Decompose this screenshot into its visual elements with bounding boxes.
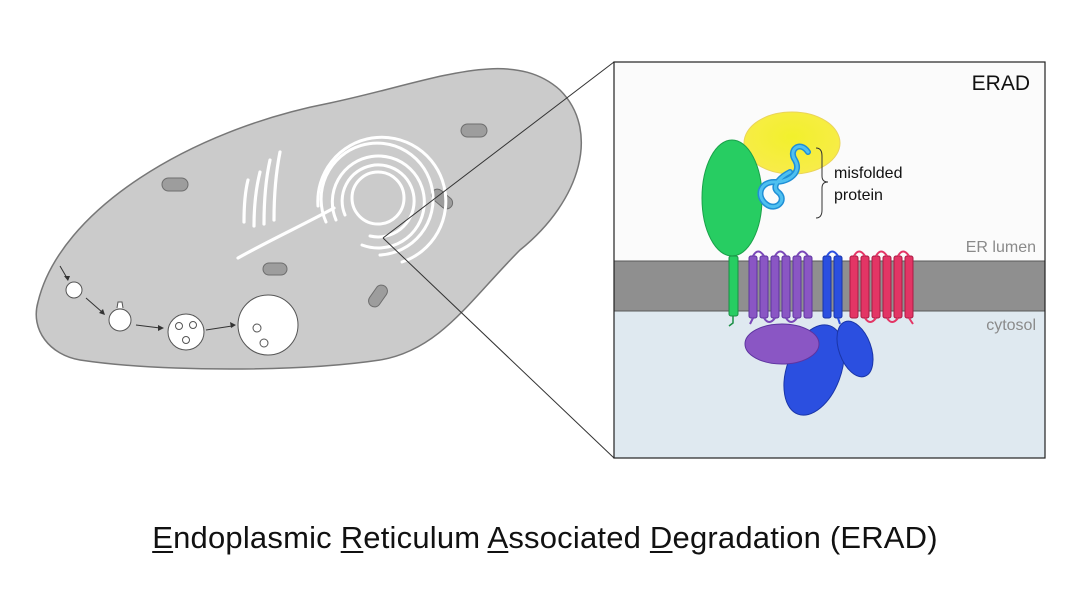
chaperone-yellow: [743, 111, 841, 175]
erad-panel: ERAD misfolded protein ER lumen cytosol: [613, 61, 1046, 459]
vesicle-pathway: [59, 265, 299, 356]
organelle-capsule: [460, 123, 488, 138]
green-tm-segment: [728, 255, 739, 317]
nucleus-er: [316, 135, 448, 264]
annotation-label-line2: protein: [834, 187, 883, 204]
zoom-line-top: [382, 61, 615, 239]
caption-word-endoplasmic: ndoplasmic: [173, 520, 341, 555]
caption-word-reticulum: eticulum: [363, 520, 488, 555]
vesicle-multivesicular: [167, 313, 205, 351]
vesicle-small: [65, 281, 83, 299]
lectin-green: [701, 139, 763, 257]
caption-initial-a: A: [487, 520, 509, 555]
panel-title: ERAD: [972, 72, 1030, 95]
caption-word-associated: ssociated: [508, 520, 650, 555]
caption-initial-d: D: [649, 520, 673, 555]
vesicle-budding: [108, 308, 132, 332]
annotation-bracket: [815, 147, 829, 219]
caption-word-degradation: egradation (ERAD): [672, 520, 938, 555]
cell-illustration: [35, 67, 582, 370]
lysosome: [237, 294, 299, 356]
cell-body: [35, 67, 582, 370]
cytosol-label: cytosol: [986, 317, 1036, 334]
caption-initial-r: R: [340, 520, 364, 555]
purple-channel: [748, 255, 813, 319]
figure-caption: Endoplasmic Reticulum Associated Degrada…: [0, 520, 1090, 556]
organelle-capsule: [262, 262, 288, 276]
zoom-line-bottom: [382, 237, 615, 459]
panel-frame: [613, 61, 1046, 459]
organelle-capsule: [161, 177, 189, 192]
organelle-capsule: [368, 284, 388, 308]
er-strands: [236, 150, 336, 260]
caption-initial-e: E: [152, 520, 174, 555]
lumen-label: ER lumen: [966, 239, 1036, 256]
cytosol-protein-purple: [744, 323, 820, 365]
cytosol-protein-blue-small: [836, 320, 874, 378]
annotation-label-line1: misfolded: [834, 165, 902, 182]
